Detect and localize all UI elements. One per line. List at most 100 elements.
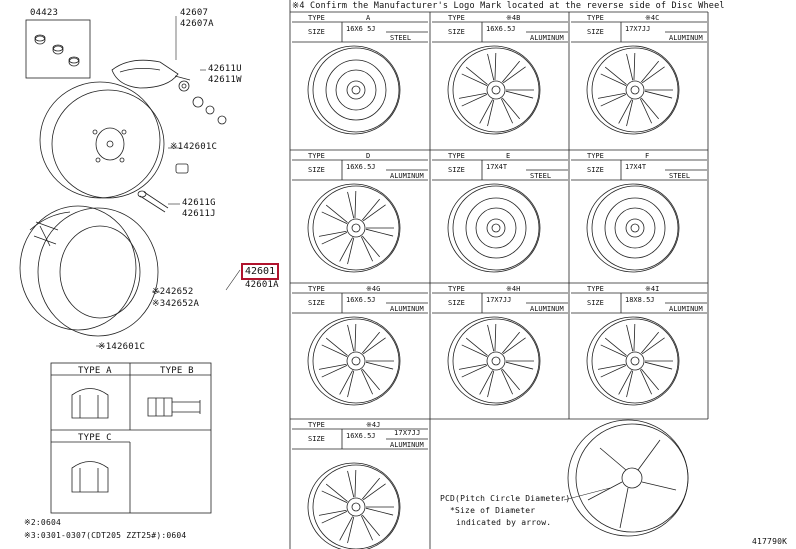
cell-type-value: ※4G [366, 285, 381, 293]
part-label-42601-highlighted[interactable]: 42601 [241, 263, 280, 280]
cell-spec-table [292, 428, 428, 450]
cell-type-label: TYPE [587, 285, 604, 293]
nut-type-b-label: TYPE B [160, 366, 194, 376]
cell-material: ALUMINUM [669, 34, 703, 42]
cell-type-label: TYPE [308, 421, 325, 429]
wheel-illustrations [292, 21, 707, 549]
cell-size-label: SIZE [308, 28, 325, 36]
cell-material: STEEL [530, 172, 552, 180]
cell-spec-table [292, 292, 428, 314]
cell-size-value: 17X7JJ [486, 296, 512, 304]
wheel-drawing [586, 45, 680, 135]
valve-caps [34, 34, 80, 67]
extra-size-value: 17X7JJ [394, 429, 421, 437]
cell-type-value: ※4C [645, 14, 660, 22]
cell-material: ALUMINUM [530, 305, 564, 313]
cell-type-label: TYPE [587, 152, 604, 160]
wheel-drawing [447, 316, 541, 406]
cell-spec-table [292, 21, 428, 43]
cell-material: ALUMINUM [390, 305, 424, 313]
balance-weight [175, 163, 189, 174]
nut-type-c-label: TYPE C [78, 433, 112, 443]
part-label-42652[interactable]: ※242652 [152, 287, 194, 297]
part-label-42611j[interactable]: 42611J [182, 209, 216, 219]
cell-size-value: 17X4T [625, 163, 647, 171]
cell-size-label: SIZE [308, 299, 325, 307]
valve-cap-box [25, 19, 91, 79]
cell-type-label: TYPE [448, 14, 465, 22]
cell-type-value: ※4I [645, 285, 660, 293]
cell-type-label: TYPE [448, 285, 465, 293]
cell-type-label: TYPE [587, 14, 604, 22]
wheel-drawing [447, 183, 541, 273]
cell-type-label: TYPE [308, 152, 325, 160]
cell-size-value: 18X8.5J [625, 296, 655, 304]
wheel-drawing [307, 316, 401, 406]
cell-type-value: ※4H [506, 285, 521, 293]
tire [19, 205, 159, 337]
diagram-code: 417790K [752, 537, 788, 546]
part-label-42611u[interactable]: 42611U [208, 64, 242, 74]
cell-spec-table [571, 292, 707, 314]
part-label-42607a[interactable]: 42607A [180, 19, 214, 29]
valve-nuts [192, 96, 227, 125]
cell-material: ALUMINUM [390, 441, 424, 449]
nut-type-table [50, 362, 212, 514]
cell-size-value: 16X6.5J [346, 296, 376, 304]
wheel-drawing [447, 45, 541, 135]
part-label-42601a[interactable]: 42601A [245, 280, 279, 290]
tpms-sensor [111, 59, 191, 92]
part-label-42611g[interactable]: 42611G [182, 198, 216, 208]
cell-size-value: 17X7JJ [625, 25, 651, 33]
cell-size-value: 17X4T [486, 163, 508, 171]
pcd-note-line-2: *Size of Diameter [450, 506, 536, 515]
part-label-42601c-upper[interactable]: ※142601C [170, 142, 218, 152]
wheel-drawing [586, 316, 680, 406]
wheel-drawing [307, 462, 401, 549]
cell-spec-table [292, 159, 428, 181]
cell-size-label: SIZE [448, 166, 465, 174]
pcd-note-line-3: indicated by arrow. [456, 518, 552, 527]
cell-size-value: 16X6.5J [346, 163, 376, 171]
cell-spec-table [571, 159, 707, 181]
pcd-wheel [563, 419, 689, 537]
cell-material: ALUMINUM [390, 172, 424, 180]
cell-spec-table [432, 159, 568, 181]
cell-spec-table [432, 21, 568, 43]
wheel-drawing [307, 45, 401, 135]
cell-material: ALUMINUM [530, 34, 564, 42]
cell-spec-table [571, 21, 707, 43]
cell-type-value: A [366, 14, 371, 22]
part-label-04423[interactable]: 04423 [30, 8, 59, 18]
cell-type-value: ※4J [366, 421, 381, 429]
part-label-42601c-lower[interactable]: ※142601C [98, 342, 146, 352]
wheel-disc [39, 81, 165, 199]
cell-size-label: SIZE [587, 166, 604, 174]
cell-size-label: SIZE [308, 435, 325, 443]
part-label-42611w[interactable]: 42611W [208, 75, 242, 85]
wheel-drawing [586, 183, 680, 273]
cell-material: STEEL [669, 172, 691, 180]
cell-type-label: TYPE [308, 285, 325, 293]
cell-type-value: D [366, 152, 371, 160]
cell-size-label: SIZE [448, 28, 465, 36]
cell-size-label: SIZE [587, 28, 604, 36]
part-label-42607[interactable]: 42607 [180, 8, 209, 18]
cell-size-value: 16X6 5J [346, 25, 376, 33]
cell-spec-table [432, 292, 568, 314]
leader-lines [96, 16, 241, 347]
part-label-42652a[interactable]: ※342652A [152, 299, 200, 309]
header-note: ※4 Confirm the Manufacturer's Logo Mark … [292, 1, 725, 11]
cell-type-value: ※4B [506, 14, 521, 22]
cell-size-label: SIZE [587, 299, 604, 307]
valve-stem [137, 190, 169, 213]
cell-material: STEEL [390, 34, 412, 42]
cell-size-label: SIZE [308, 166, 325, 174]
cell-type-value: E [506, 152, 511, 160]
cell-material: ALUMINUM [669, 305, 703, 313]
cell-size-value: 16X6.5J [346, 432, 376, 440]
wheel-grid [290, 11, 709, 549]
cell-type-label: TYPE [308, 14, 325, 22]
nut-type-a-label: TYPE A [78, 366, 112, 376]
pcd-note-line-1: PCD(Pitch Circle Diameter) [440, 494, 571, 503]
